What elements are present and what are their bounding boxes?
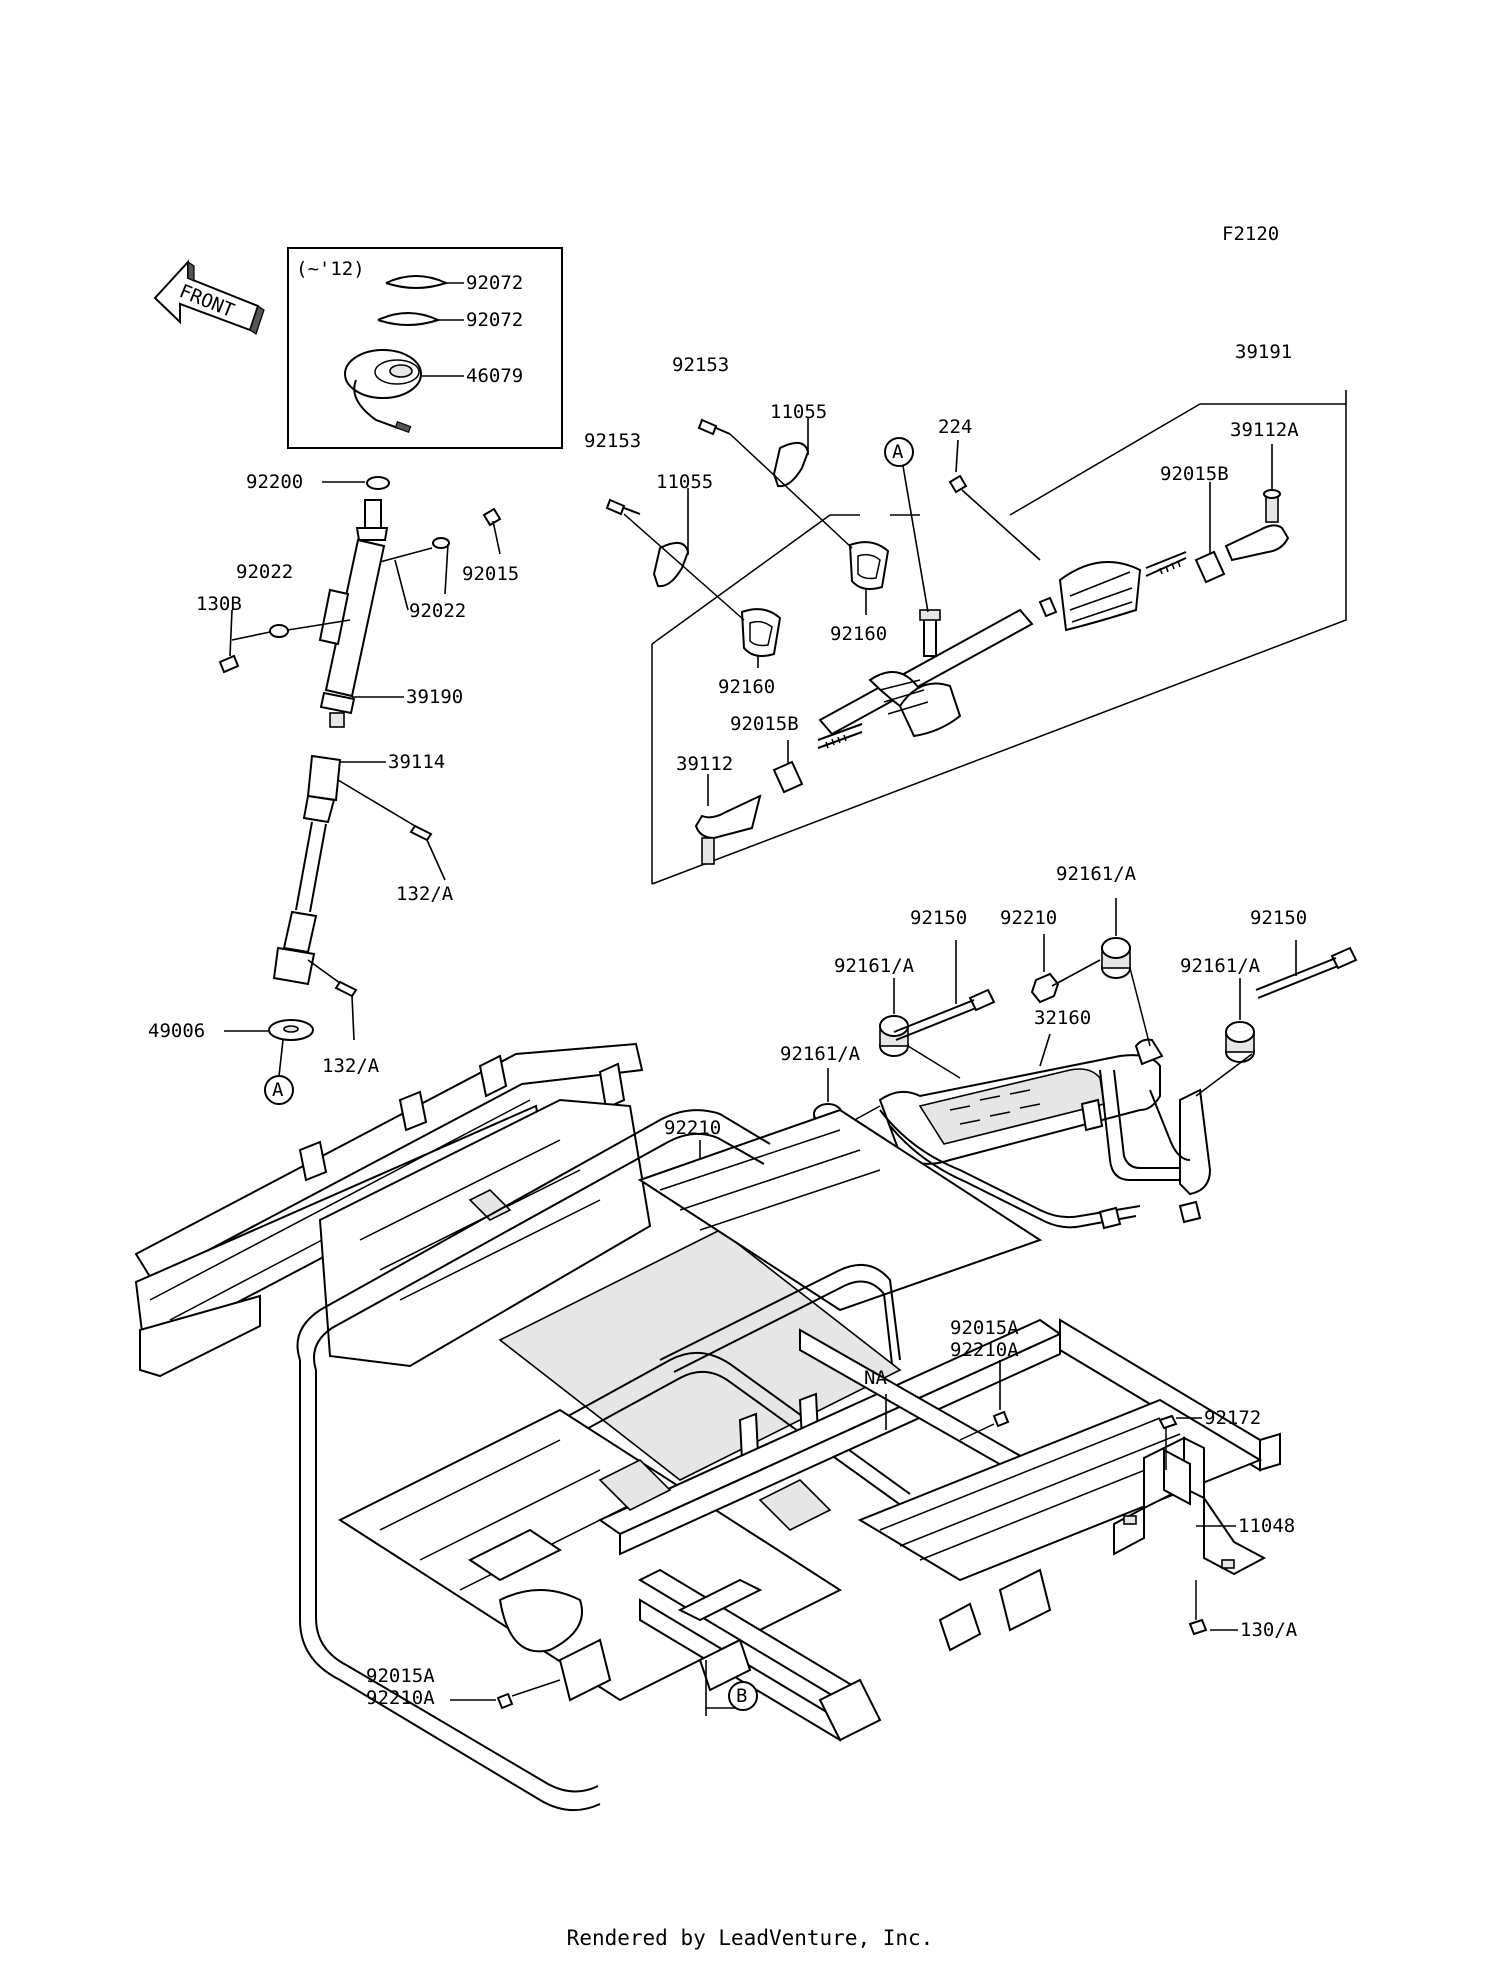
washer-92200 xyxy=(366,476,390,490)
bushing-92161a-1 xyxy=(1101,937,1131,979)
footer-credit: Rendered by LeadVenture, Inc. xyxy=(566,1926,934,1950)
label-39191: 39191 xyxy=(1235,341,1292,363)
bolt-132a xyxy=(409,824,433,842)
washer-92022 xyxy=(432,537,450,549)
bolt-132a-lower xyxy=(334,980,358,998)
label-92072-bottom: 92072 xyxy=(466,309,523,331)
label-92022-left: 92022 xyxy=(236,561,293,583)
label-92022-right: 92022 xyxy=(409,600,466,622)
ref-b-bottom: B xyxy=(736,1685,747,1707)
figure-code: F2120 xyxy=(1222,223,1279,245)
universal-joint-lower xyxy=(272,946,316,986)
bolt-92015a-left xyxy=(496,1692,514,1710)
bolt-92015a-right xyxy=(992,1410,1010,1428)
label-39114: 39114 xyxy=(388,751,445,773)
main-frame xyxy=(134,1042,1281,1812)
label-92210a-left: 92210A xyxy=(366,1687,435,1709)
label-92150-right: 92150 xyxy=(1250,907,1307,929)
nut-224 xyxy=(948,474,968,494)
label-92161a-top: 92161/A xyxy=(1056,863,1137,885)
label-11048: 11048 xyxy=(1238,1515,1295,1537)
label-na: NA xyxy=(864,1367,887,1389)
label-132a-lower: 132/A xyxy=(322,1055,380,1077)
label-92153-right: 92153 xyxy=(672,354,729,376)
inset-box: (~'12) 92072 92072 46079 xyxy=(287,247,563,449)
label-92015a-left: 92015A xyxy=(366,1665,435,1687)
ref-b-circle-bottom xyxy=(728,1681,758,1711)
a-arm-32160 xyxy=(878,1038,1212,1230)
label-92160-left: 92160 xyxy=(718,676,775,698)
label-92150-left: 92150 xyxy=(910,907,967,929)
label-92161a-left: 92161/A xyxy=(834,955,915,977)
label-49006: 49006 xyxy=(148,1020,205,1042)
snap-ring-icon xyxy=(377,312,441,326)
nut-92015 xyxy=(482,507,502,527)
tie-rod-end-39112 xyxy=(694,794,762,840)
label-92161a-bottom: 92161/A xyxy=(780,1043,861,1065)
universal-joint-39114 xyxy=(306,754,342,802)
bolt-92172 xyxy=(1158,1414,1178,1430)
label-92200: 92200 xyxy=(246,471,303,493)
label-92210-lower: 92210 xyxy=(664,1117,721,1139)
label-92160-right: 92160 xyxy=(830,623,887,645)
grommet-92160-right xyxy=(848,541,890,590)
label-92172: 92172 xyxy=(1204,1407,1261,1429)
clamp-11055-left xyxy=(652,541,690,588)
steering-boot-icon xyxy=(344,349,422,433)
label-11055-right: 11055 xyxy=(770,401,827,423)
ref-a-circle xyxy=(264,1075,294,1105)
label-92072-top: 92072 xyxy=(466,272,523,294)
label-11055-left: 11055 xyxy=(656,471,713,493)
label-130a: 130/A xyxy=(1240,1619,1298,1641)
label-132a-upper: 132/A xyxy=(396,883,454,905)
grommet-92160-left xyxy=(740,608,782,657)
bolt-92150-left xyxy=(893,988,996,1041)
label-92015: 92015 xyxy=(462,563,519,585)
rack-housing xyxy=(818,608,1034,736)
bolt-92150-right xyxy=(1255,946,1358,999)
inset-note: (~'12) xyxy=(296,258,365,280)
label-130b: 130B xyxy=(196,593,242,615)
label-32160: 32160 xyxy=(1034,1007,1091,1029)
pinion-housing xyxy=(898,682,962,738)
label-92153-left: 92153 xyxy=(584,430,641,452)
ref-a-circle-top xyxy=(884,437,914,467)
label-92015b-right: 92015B xyxy=(1160,463,1229,485)
label-46079: 46079 xyxy=(466,365,523,387)
snap-ring-icon xyxy=(385,275,449,289)
bolt-130b xyxy=(218,654,240,674)
front-arrow-icon: FRONT xyxy=(153,259,265,335)
washer-92022-left xyxy=(269,624,289,638)
label-39112: 39112 xyxy=(676,753,733,775)
clamp-11055-right xyxy=(772,441,810,488)
boot-right xyxy=(1058,561,1142,632)
nut-92015b-left xyxy=(772,760,804,794)
tie-rod-end-39112a xyxy=(1224,524,1290,562)
bolt-92153-right xyxy=(697,418,718,436)
nut-92015b-right xyxy=(1194,550,1226,584)
ref-a-top: A xyxy=(892,441,904,463)
steering-column: 92200 92022 92022 92015 130B 39190 39114 xyxy=(148,471,519,1105)
label-92015b-left: 92015B xyxy=(730,713,799,735)
pinion-shaft xyxy=(923,615,937,657)
label-224: 224 xyxy=(938,416,972,438)
bolt-92153-left xyxy=(605,498,626,516)
label-39112a: 39112A xyxy=(1230,419,1299,441)
label-92210-upper: 92210 xyxy=(1000,907,1057,929)
label-92161a-right: 92161/A xyxy=(1180,955,1261,977)
suspension-arm-group: 92161/A 92161/A 92161/A 92161/A xyxy=(664,863,1358,1230)
ref-a-bottom: A xyxy=(272,1079,284,1101)
label-39190: 39190 xyxy=(406,686,463,708)
label-92015a-right: 92015A xyxy=(950,1317,1019,1339)
nut-92210-upper xyxy=(1030,972,1060,1004)
bracket-11048: 92172 11048 130/A xyxy=(1113,1407,1298,1641)
bolt-130a xyxy=(1188,1618,1208,1636)
label-92210a-right: 92210A xyxy=(950,1339,1019,1361)
steering-gear-assembly: 39191 92153 92153 11055 11055 92160 9216… xyxy=(584,341,1347,885)
